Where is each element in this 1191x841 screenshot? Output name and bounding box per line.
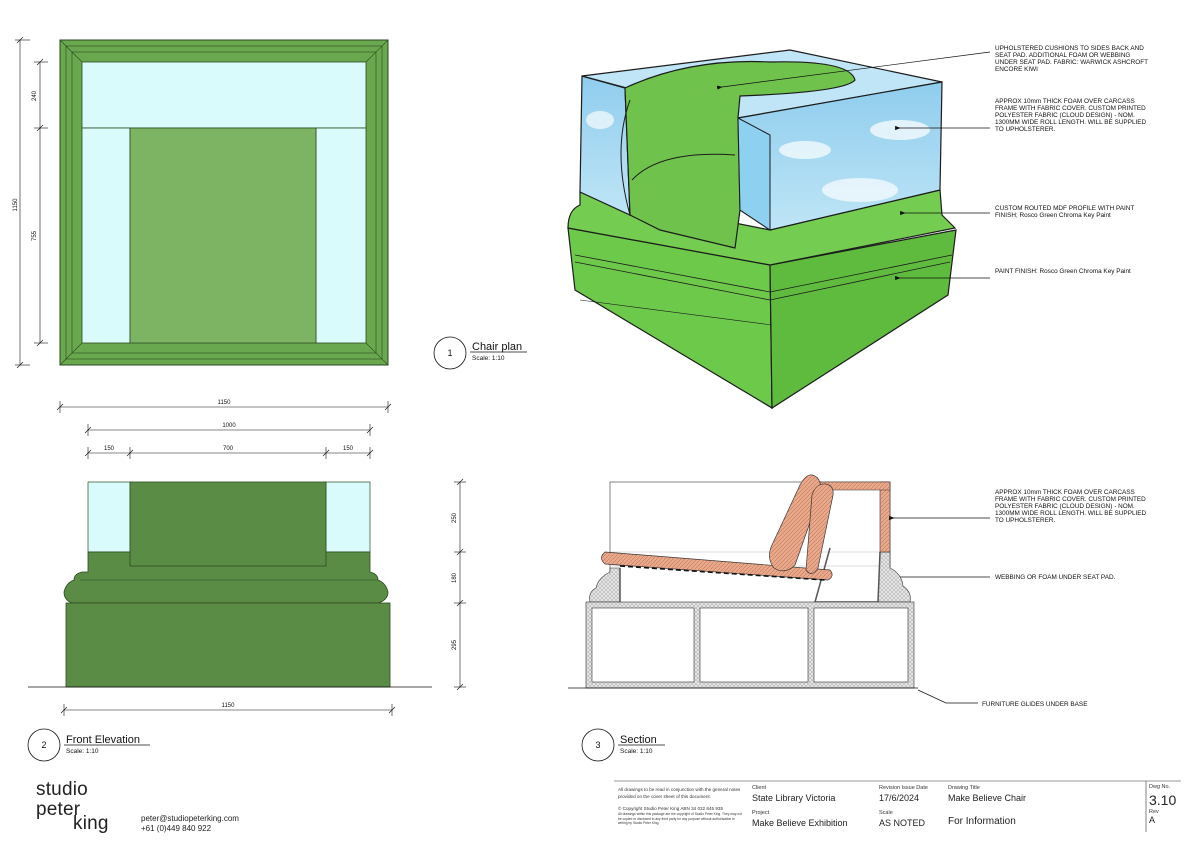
front-dim-lower: 295 xyxy=(452,639,458,650)
section-view-scale: Scale: 1:10 xyxy=(620,748,653,755)
front-side-dimensions xyxy=(454,478,466,691)
title-block-disclaimer: All drawings to be read in conjunction w… xyxy=(618,786,743,826)
front-back-left-cyan xyxy=(87,481,131,553)
note-paint-finish: PAINT FINISH: Rosco Green Chroma Key Pai… xyxy=(995,268,1131,275)
sketch-leaders xyxy=(716,51,991,281)
front-dim-overall-top: 1150 xyxy=(218,400,232,406)
title-block-scale: Scale AS NOTED xyxy=(879,810,925,828)
dwg-no-value: 3.10 xyxy=(1149,792,1177,808)
front-view-number-circle xyxy=(27,728,61,762)
logo-word-studio: studio xyxy=(36,779,88,800)
logo-word-king: king xyxy=(73,813,109,834)
rev-label: Rev xyxy=(1149,809,1159,815)
title-block-dwg-no: Dwg No. 3.10 Rev A xyxy=(1149,784,1176,825)
studio-phone: +61 (0)449 840 922 xyxy=(141,824,212,833)
front-dim-left: 150 xyxy=(104,446,115,452)
sketch-left-side xyxy=(579,75,631,216)
revision-date-label: Revision Issue Date xyxy=(879,785,928,791)
plan-dim-seat: 755 xyxy=(32,230,38,241)
title-block-status: For Information xyxy=(948,816,1016,827)
front-top-dimensions xyxy=(56,401,392,459)
title-block-client: Client State Library Victoria xyxy=(752,785,835,803)
rev-value: A xyxy=(1149,815,1156,825)
sketch-notes: UPHOLSTERED CUSHIONS TO SIDES BACK AND S… xyxy=(995,45,1150,275)
studio-email[interactable]: peter@studiopeterking.com xyxy=(141,814,239,823)
front-dim-upper: 250 xyxy=(452,512,458,523)
chair-plan-view: 1150 240 755 1 Chair plan Scale: 1:10 xyxy=(13,36,527,370)
sketch-inner-cushion xyxy=(624,60,856,249)
disclaimer-line-2: provided on the cover sheet of this docu… xyxy=(618,794,711,799)
plan-view-number-circle xyxy=(433,336,467,370)
sketch-moulding xyxy=(567,189,957,266)
status-value: For Information xyxy=(948,816,1016,827)
copyright-line: © Copyright Studio Peter King ABN 34 032… xyxy=(618,806,724,811)
section-view-title: Section xyxy=(620,734,657,746)
front-view-scale: Scale: 1:10 xyxy=(66,748,99,755)
revision-date-value: 17/6/2024 xyxy=(879,793,920,803)
front-back-cushion xyxy=(129,481,327,567)
drawing-title-value: Make Believe Chair xyxy=(948,793,1027,803)
section-note-foam-carcass: APPROX 10mm THICK FOAM OVER CARCASS FRAM… xyxy=(995,489,1148,524)
front-dim-inner: 1000 xyxy=(222,423,236,429)
studio-contact: peter@studiopeterking.com +61 (0)449 840… xyxy=(141,814,239,834)
note-upholstered-cushions: UPHOLSTERED CUSHIONS TO SIDES BACK AND S… xyxy=(995,45,1150,73)
studio-logo: studio peter king xyxy=(36,780,109,834)
plan-left-arm xyxy=(81,127,131,344)
plan-seat xyxy=(129,127,317,344)
plan-dimensions xyxy=(15,36,48,369)
section-right-moulding xyxy=(877,551,911,603)
front-view-number: 2 xyxy=(41,740,46,750)
front-dim-right: 150 xyxy=(343,446,354,452)
scale-label: Scale xyxy=(879,810,893,816)
section-view-number: 3 xyxy=(595,740,600,750)
section-webbing xyxy=(619,565,826,581)
plan-frame-bevel-inner xyxy=(71,51,377,354)
front-view-title: Front Elevation xyxy=(66,734,140,746)
chair-3d-sketch xyxy=(567,49,957,410)
section-notes: APPROX 10mm THICK FOAM OVER CARCASS FRAM… xyxy=(982,489,1148,708)
drawing-title-label: Drawing Title xyxy=(948,785,980,791)
section-left-moulding xyxy=(589,567,621,603)
section-outline-box xyxy=(609,481,891,605)
plan-view-title: Chair plan xyxy=(472,341,522,353)
title-block-revision-date: Revision Issue Date 17/6/2024 xyxy=(879,785,928,803)
dwg-no-label: Dwg No. xyxy=(1149,784,1171,790)
client-label: Client xyxy=(752,785,767,791)
front-back-right-cyan xyxy=(325,481,371,553)
title-block-frame xyxy=(614,780,1181,832)
plan-view-scale: Scale: 1:10 xyxy=(472,355,505,362)
front-base xyxy=(65,602,391,688)
note-mdf-profile: CUSTOM ROUTED MDF PROFILE WITH PAINT FIN… xyxy=(995,205,1136,219)
project-label: Project xyxy=(752,810,770,816)
sketch-base-side xyxy=(769,229,957,410)
section-leaders xyxy=(889,515,990,704)
front-dim-overall-bottom: 1150 xyxy=(222,703,236,709)
front-dim-mid: 700 xyxy=(223,446,234,452)
section-note-webbing: WEBBING OR FOAM UNDER SEAT PAD. xyxy=(995,574,1116,581)
disclaimer-line-1: All drawings to be read in conjunction w… xyxy=(618,787,741,792)
project-value: Make Believe Exhibition xyxy=(752,818,848,828)
fine-print-line-2: be copied or disclosed to any third part… xyxy=(618,816,735,821)
section-view-number-circle xyxy=(581,728,615,762)
front-elevation-view: 1150 1000 150 700 150 250 180 295 1150 xyxy=(27,400,466,762)
title-block-project: Project Make Believe Exhibition xyxy=(752,810,848,828)
client-value: State Library Victoria xyxy=(752,793,836,803)
front-dim-middle: 180 xyxy=(452,572,458,583)
plan-frame-bevel xyxy=(65,45,383,360)
section-view: APPROX 10mm THICK FOAM OVER CARCASS FRAM… xyxy=(568,474,1148,762)
note-foam-carcass: APPROX 10mm THICK FOAM OVER CARCASS FRAM… xyxy=(995,98,1148,133)
plan-right-arm xyxy=(315,127,367,344)
plan-dim-top: 240 xyxy=(32,90,38,101)
plan-dim-total: 1150 xyxy=(13,198,19,212)
logo-word-peter: peter xyxy=(36,799,81,820)
fine-print-line-1: All drawings within this package are the… xyxy=(618,812,743,816)
section-note-glides: FURNITURE GLIDES UNDER BASE xyxy=(982,701,1087,708)
fine-print-line-3: writing by Studio Peter King. xyxy=(618,821,660,826)
scale-value: AS NOTED xyxy=(879,818,926,828)
plan-view-number: 1 xyxy=(447,348,452,358)
plan-back-cushion xyxy=(81,61,367,129)
title-block-drawing-title: Drawing Title Make Believe Chair xyxy=(948,785,1026,803)
front-bottom-dimension xyxy=(60,704,396,716)
